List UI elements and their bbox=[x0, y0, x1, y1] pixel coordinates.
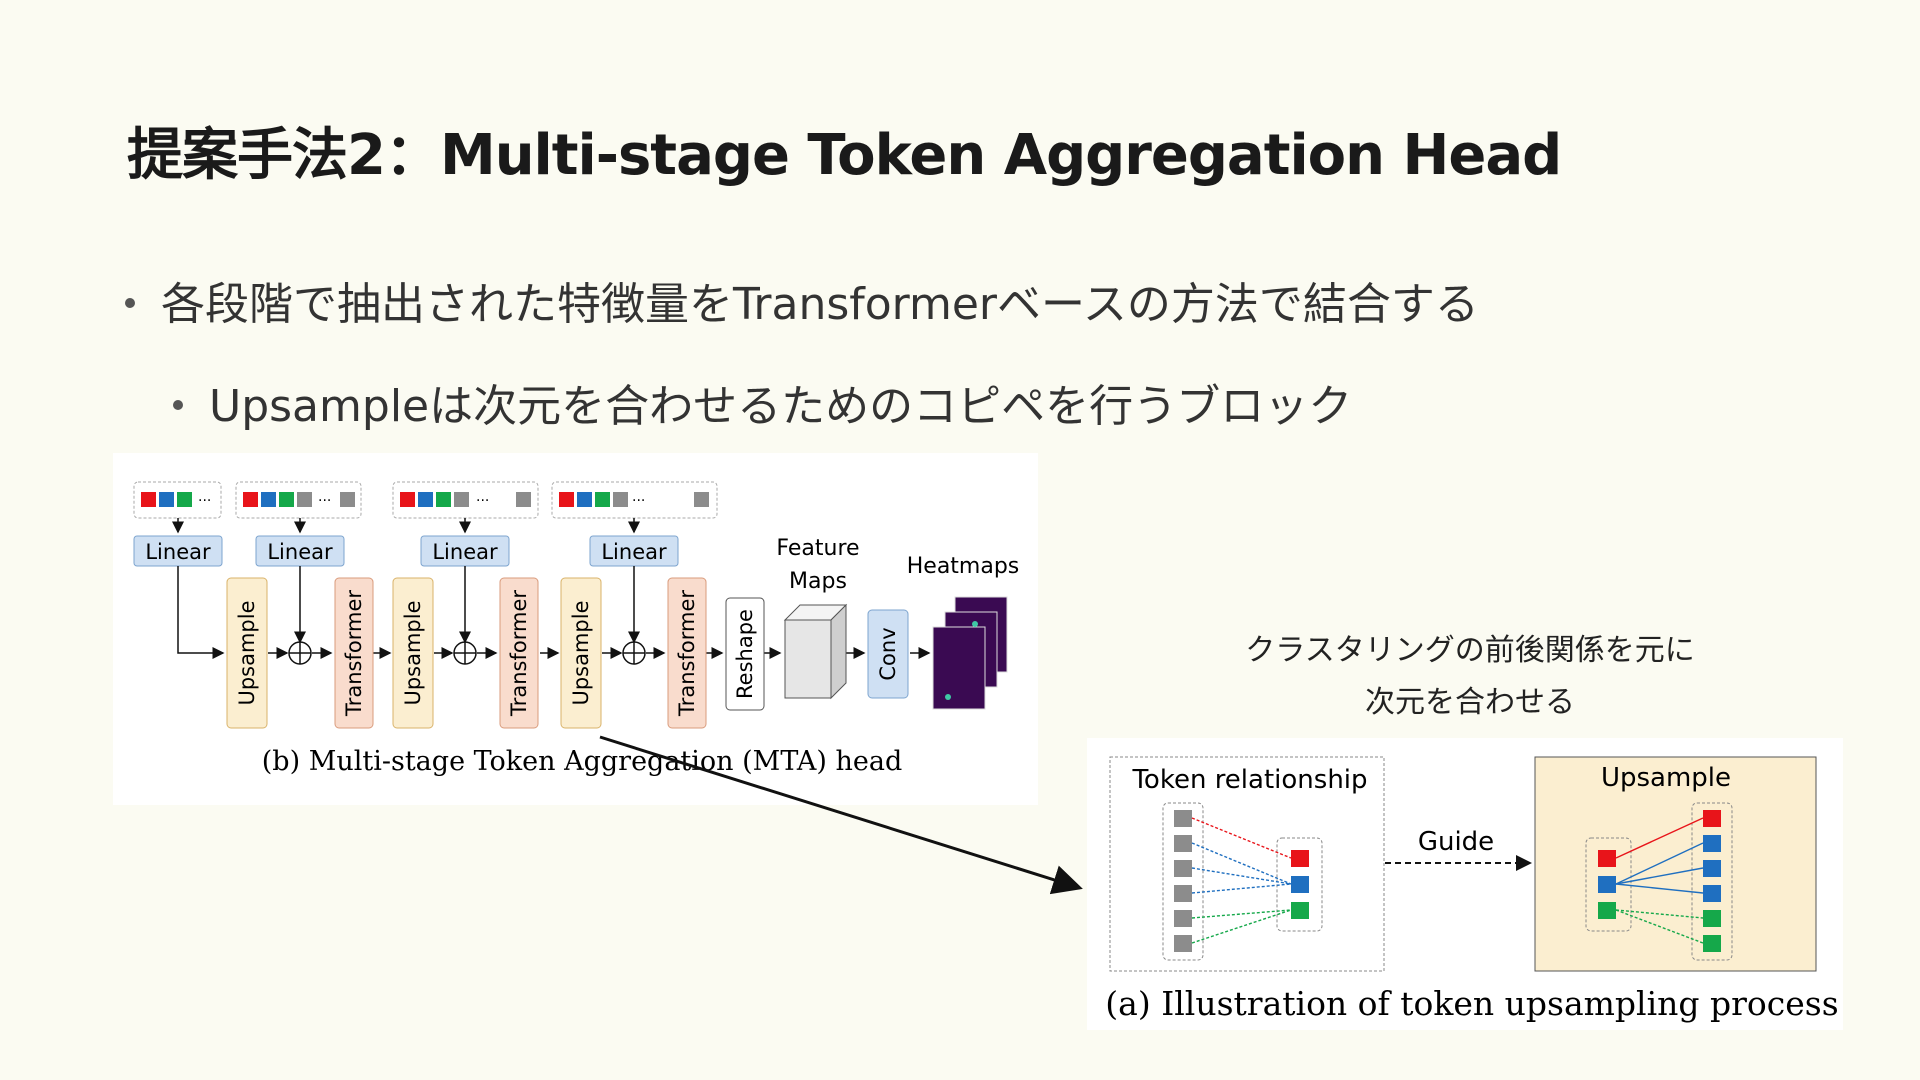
upsample-block-2: Upsample bbox=[392, 577, 434, 729]
note-line-1: クラスタリングの前後関係を元に bbox=[1245, 633, 1695, 668]
feature-maps-label-1: Feature bbox=[776, 536, 859, 561]
token-relationship-label: Token relationship bbox=[1131, 765, 1367, 795]
token-group-1: ··· bbox=[133, 481, 222, 519]
relationship-lines bbox=[1191, 817, 1292, 944]
upsample-panel bbox=[1534, 756, 1817, 972]
token-linear-arrows bbox=[172, 518, 640, 534]
token-relationship-panel bbox=[1109, 756, 1385, 972]
figure-a-caption: (a) Illustration of token upsampling pro… bbox=[1105, 984, 1838, 1023]
bullet-dot bbox=[173, 400, 183, 410]
add-circles bbox=[288, 641, 646, 665]
svg-text:Upsample: Upsample bbox=[569, 600, 593, 705]
feature-maps-label-2: Maps bbox=[789, 569, 847, 594]
pipeline-lines bbox=[177, 566, 931, 659]
reshape-block: Reshape bbox=[725, 597, 765, 711]
token-group-2: ··· bbox=[235, 481, 362, 519]
figure-b-mta-head: ··· ··· ··· ··· bbox=[113, 453, 1038, 805]
source-tokens bbox=[1174, 810, 1192, 952]
svg-text:Upsample: Upsample bbox=[401, 600, 425, 705]
feature-maps-cube: Feature Maps bbox=[776, 536, 860, 700]
heatmaps-label: Heatmaps bbox=[907, 554, 1020, 579]
svg-text:Linear: Linear bbox=[601, 540, 667, 564]
bullet-1: 各段階で抽出された特徴量をTransformerベースの方法で結合する bbox=[125, 268, 1479, 332]
bullet-2-text: Upsampleは次元を合わせるためのコピペを行うブロック bbox=[209, 381, 1353, 432]
bullet-1-text: 各段階で抽出された特徴量をTransformerベースの方法で結合する bbox=[161, 279, 1479, 330]
upsample-block-1: Upsample bbox=[226, 577, 268, 729]
linear-block-2: Linear bbox=[255, 535, 345, 567]
transformer-block-1: Transformer bbox=[334, 577, 374, 729]
svg-text:Transformer: Transformer bbox=[507, 590, 531, 717]
note-line-2: 次元を合わせる bbox=[1365, 685, 1575, 720]
transformer-block-3: Transformer bbox=[667, 577, 707, 729]
svg-text:Transformer: Transformer bbox=[342, 590, 366, 717]
linear-block-3: Linear bbox=[420, 535, 510, 567]
svg-text:Upsample: Upsample bbox=[235, 600, 259, 705]
bullet-2: Upsampleは次元を合わせるためのコピペを行うブロック bbox=[173, 370, 1352, 434]
figure-b-caption: (b) Multi-stage Token Aggregation (MTA) … bbox=[262, 746, 902, 777]
guide-label: Guide bbox=[1418, 827, 1494, 857]
upsampled-tokens bbox=[1703, 810, 1721, 952]
upsample-lines bbox=[1615, 817, 1704, 944]
heatmaps-stack: Heatmaps bbox=[907, 554, 1020, 710]
figure-a-upsampling: Token relationship Guide Upsample bbox=[1087, 738, 1843, 1030]
annotation-note: クラスタリングの前後関係を元に 次元を合わせる bbox=[1205, 625, 1735, 729]
linear-block-1: Linear bbox=[133, 535, 223, 567]
transformer-block-2: Transformer bbox=[499, 577, 539, 729]
svg-text:Linear: Linear bbox=[432, 540, 498, 564]
svg-text:···: ··· bbox=[318, 493, 331, 509]
upsample-block-3: Upsample bbox=[560, 577, 602, 729]
bullet-dot bbox=[125, 298, 135, 308]
upsample-panel-label: Upsample bbox=[1601, 763, 1731, 793]
token-group-4: ··· bbox=[551, 481, 718, 519]
svg-text:Conv: Conv bbox=[876, 627, 900, 680]
svg-text:Transformer: Transformer bbox=[675, 590, 699, 717]
conv-block: Conv bbox=[867, 609, 909, 699]
svg-text:···: ··· bbox=[476, 493, 489, 509]
linear-block-4: Linear bbox=[589, 535, 679, 567]
svg-text:···: ··· bbox=[198, 493, 211, 509]
svg-text:Linear: Linear bbox=[145, 540, 211, 564]
svg-text:···: ··· bbox=[632, 493, 645, 509]
svg-text:Linear: Linear bbox=[267, 540, 333, 564]
svg-text:Reshape: Reshape bbox=[733, 609, 757, 699]
connector-arrow bbox=[599, 735, 1083, 895]
page-title: 提案手法2：Multi-stage Token Aggregation Head bbox=[127, 123, 1562, 188]
